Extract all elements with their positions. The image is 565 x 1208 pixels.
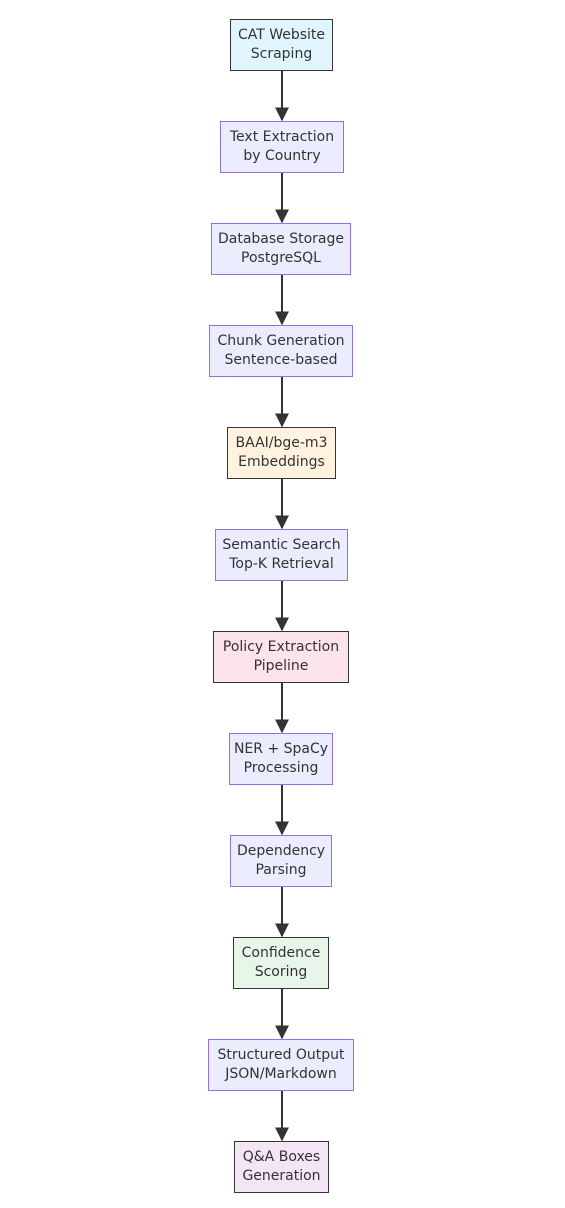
flow-node-label-line: BAAI/bge-m3 xyxy=(235,435,328,451)
flow-node-label-line: Chunk Generation xyxy=(217,333,345,349)
flow-node-label-line: Embeddings xyxy=(238,454,325,470)
flow-node-label-line: Text Extraction xyxy=(229,129,335,145)
flow-node-label-line: NER + SpaCy xyxy=(233,741,329,757)
flow-node-label-line: Database Storage xyxy=(217,231,345,247)
flow-node-label-line: Scraping xyxy=(250,46,313,62)
flow-node-label-line: Dependency xyxy=(236,843,326,859)
flow-node-extract: Text Extraction by Country xyxy=(220,121,344,173)
flow-node-label-line: Top-K Retrieval xyxy=(229,556,334,572)
flow-node-label-line: Q&A Boxes xyxy=(242,1149,321,1165)
flow-node-label-line: Scoring xyxy=(254,964,308,980)
flow-node-label-line: by Country xyxy=(243,148,321,164)
flow-node-label: Text Extraction by Country xyxy=(230,128,334,166)
flow-node-label-line: Structured Output xyxy=(217,1047,345,1063)
flow-node-label-line: CAT Website xyxy=(237,27,326,43)
flow-node-label-line: JSON/Markdown xyxy=(225,1066,337,1082)
flow-node-label-line: Semantic Search xyxy=(222,537,341,553)
flow-node-label-line: Generation xyxy=(242,1168,321,1184)
flow-node-label-line: PostgreSQL xyxy=(241,250,321,266)
flow-node-label-line: Pipeline xyxy=(253,658,309,674)
flow-node-label-line: Processing xyxy=(243,760,319,776)
flow-node-label-line: Confidence xyxy=(241,945,321,961)
flow-node-label-line: Sentence-based xyxy=(224,352,338,368)
flow-node-label-line: Parsing xyxy=(255,862,307,878)
flow-node-label-line: Policy Extraction xyxy=(222,639,340,655)
